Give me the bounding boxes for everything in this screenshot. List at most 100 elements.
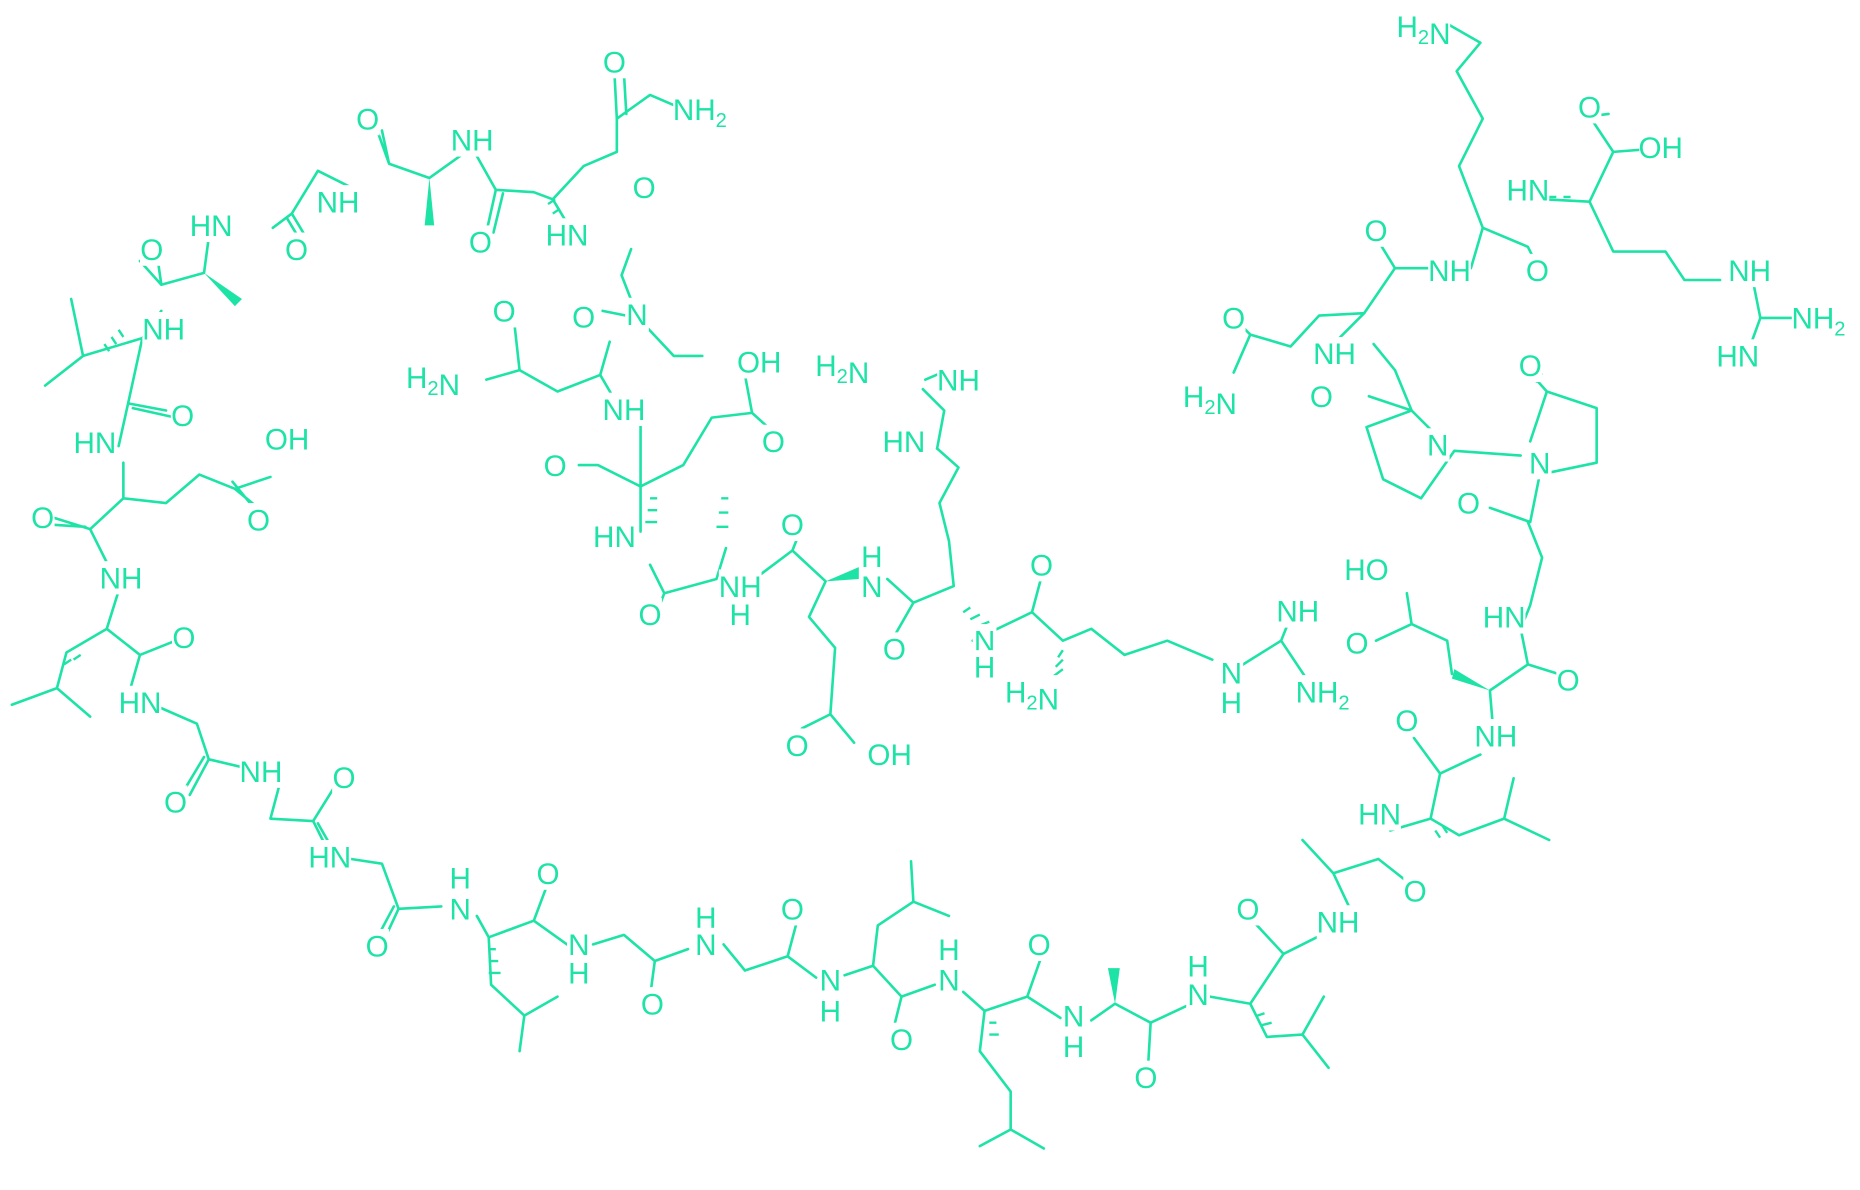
atom-label-a14: O xyxy=(572,301,595,334)
atom-label-a19: H2N xyxy=(815,350,869,390)
atom-label-a47: NH2 xyxy=(1296,676,1350,714)
atom-label-a64: N xyxy=(820,965,841,998)
atom-label-a3: O xyxy=(356,103,379,136)
atom-label-a16: H2N xyxy=(406,362,460,402)
atom-label-a75: O xyxy=(1236,893,1259,926)
atom-label-a60: H xyxy=(695,902,716,935)
atom-label-a18: NH xyxy=(603,394,646,427)
atom-label-a32: N xyxy=(861,571,882,604)
atom-label-a74: O xyxy=(1134,1062,1157,1095)
atom-label-a46: H xyxy=(1221,687,1242,720)
atom-label-a7: HN xyxy=(190,210,233,243)
atom-label-a33: O xyxy=(1030,549,1053,582)
atom-label-a2: O xyxy=(603,46,626,79)
atom-label-a54: H xyxy=(450,863,471,896)
atom-label-a49: O xyxy=(332,762,355,795)
atom-label-a15: N xyxy=(626,299,647,332)
atom-label-a38: O xyxy=(639,599,662,632)
atom-label-a99: H2N xyxy=(1396,11,1450,51)
atom-label-a55: N xyxy=(450,893,471,926)
atom-label-a29: HN xyxy=(593,521,636,554)
atom-label-a95: O xyxy=(1526,255,1549,288)
atom-label-a20: NH xyxy=(937,364,980,397)
atom-label-a34: NH xyxy=(100,562,143,595)
atom-label-a96: HN xyxy=(1506,175,1549,208)
atom-label-a65: H xyxy=(820,996,841,1029)
atom-label-a57: O xyxy=(366,930,389,963)
atom-label-a71: H xyxy=(1063,1031,1084,1064)
atom-label-a26: O xyxy=(544,450,567,483)
atom-label-a45: N xyxy=(1221,657,1242,690)
atom-label-a35: O xyxy=(172,622,195,655)
atom-label-a21: O xyxy=(171,400,194,433)
atom-label-a59: H xyxy=(568,958,589,991)
atom-label-a94: NH xyxy=(1428,255,1471,288)
atom-label-a39: N xyxy=(974,625,995,658)
atom-label-a51: O xyxy=(786,730,809,763)
atom-label-a4: NH xyxy=(451,125,494,158)
atom-label-a93: O xyxy=(1364,215,1387,248)
atom-label-a81: O xyxy=(1557,665,1580,698)
atom-label-a25: HN xyxy=(882,426,925,459)
atom-label-a40: H xyxy=(974,651,995,684)
atom-label-a44: H2N xyxy=(1005,676,1059,716)
atom-label-a67: N xyxy=(938,965,959,998)
atom-label-a13: O xyxy=(493,296,516,329)
atom-label-a30: O xyxy=(781,509,804,542)
atom-label-a92: O xyxy=(1222,303,1245,336)
atom-label-a37: H xyxy=(730,599,751,632)
atom-label-a101: NH2 xyxy=(1791,303,1845,341)
atom-label-a62: O xyxy=(781,893,804,926)
atom-label-a77: O xyxy=(1404,876,1427,909)
atom-label-a97: O xyxy=(1578,91,1601,124)
atom-label-a100: NH xyxy=(1728,255,1771,288)
atom-label-a73: N xyxy=(1187,979,1208,1012)
atom-label-a28: O xyxy=(247,504,270,537)
atom-label-a12: NH xyxy=(142,313,185,346)
atom-label-a89: O xyxy=(1310,381,1333,414)
atom-label-a83: O xyxy=(1346,628,1369,661)
atom-label-a31: H xyxy=(861,541,882,574)
atom-label-a86: N xyxy=(1529,447,1550,480)
atom-label-a66: H xyxy=(938,934,959,967)
atom-label-a78: HN xyxy=(1358,799,1401,832)
atom-label-a87: N xyxy=(1427,430,1448,463)
atom-label-a41: O xyxy=(883,634,906,667)
atom-label-a24: O xyxy=(762,426,785,459)
atom-label-a11: O xyxy=(140,234,163,267)
atom-label-a6: O xyxy=(469,227,492,260)
atom-label-a1: NH2 xyxy=(673,94,727,132)
atom-label-a8: O xyxy=(285,234,308,267)
atom-label-a90: NH xyxy=(1313,338,1356,371)
atom-label-a58: N xyxy=(568,929,589,962)
bond-lines xyxy=(10,22,1805,1150)
atom-label-a27: O xyxy=(31,502,54,535)
atom-label-a17: OH xyxy=(737,347,781,380)
atom-label-a85: O xyxy=(1457,488,1480,521)
atom-label-a23: OH xyxy=(265,424,309,457)
atom-label-a68: O xyxy=(1028,929,1051,962)
atom-label-a79: O xyxy=(1395,705,1418,738)
atom-label-a56: O xyxy=(537,858,560,891)
atom-label-a10: O xyxy=(633,172,656,205)
atom-label-a76: NH xyxy=(1317,907,1360,940)
atom-label-a9: HN xyxy=(546,220,589,253)
atom-label-a50: O xyxy=(164,787,187,820)
atom-label-a43: HN xyxy=(119,687,162,720)
atom-label-a52: OH xyxy=(867,739,911,772)
atom-label-a91: H2N xyxy=(1183,381,1237,421)
atom-label-a63: O xyxy=(641,988,664,1021)
atom-label-a88: O xyxy=(1519,350,1542,383)
atom-label-a5: NH xyxy=(317,186,360,219)
atom-label-a61: N xyxy=(695,929,716,962)
atom-label-a42: NH xyxy=(1276,596,1319,629)
atom-label-a70: N xyxy=(1063,1000,1084,1033)
atom-label-a53: HN xyxy=(308,841,351,874)
atom-label-a22: HN xyxy=(73,427,116,460)
atom-label-a69: O xyxy=(890,1024,913,1057)
atom-label-a80: NH xyxy=(1474,720,1517,753)
atom-label-a102: HN xyxy=(1716,341,1759,374)
atom-label-a98: OH xyxy=(1638,132,1682,165)
